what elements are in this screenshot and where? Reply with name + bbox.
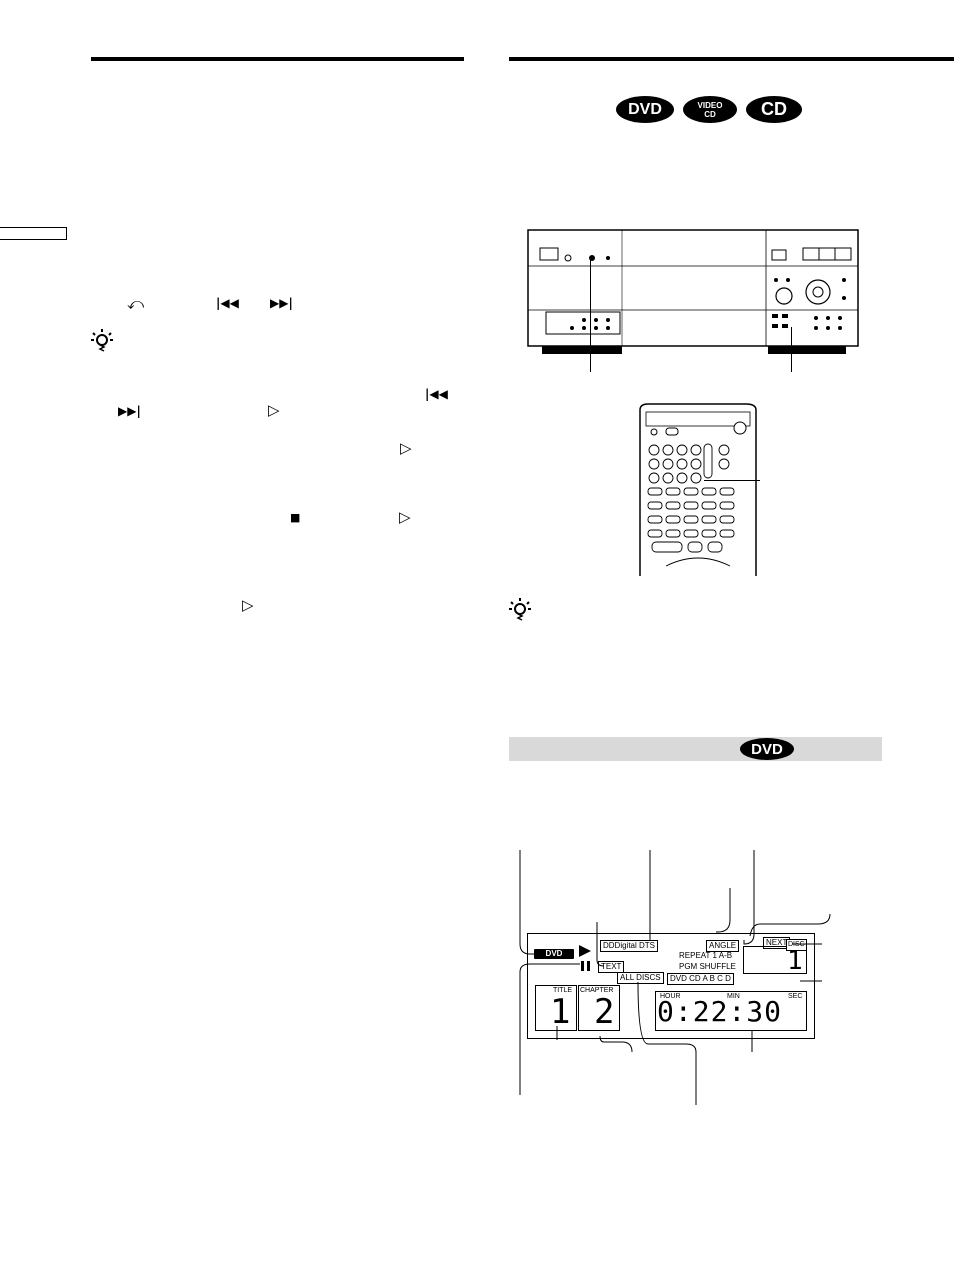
- lcd-dvd-badge-text: DVD: [545, 949, 563, 958]
- right-header-rule: [509, 57, 954, 61]
- previous-icon: |◀◀: [216, 296, 239, 310]
- lcd-min-label: MIN: [727, 993, 740, 1000]
- lcd-title-label: TITLE: [553, 987, 573, 994]
- play-icon-2: ▷: [400, 439, 412, 457]
- lcd-title-box: [535, 985, 577, 1031]
- player-callout-left: [590, 258, 591, 372]
- video-cd-badge-text: VIDEO CD: [697, 100, 723, 119]
- play-icon-3: ▷: [399, 508, 411, 526]
- lcd-chapter-label: CHAPTER: [580, 987, 614, 994]
- lcd-pause-indicator: [581, 961, 591, 971]
- lcd-chapter-box: [578, 985, 620, 1031]
- hint-lightbulb-icon-2: [509, 598, 531, 621]
- lcd-repeat: REPEAT 1 A-B: [679, 951, 733, 960]
- play-icon-4: ▷: [242, 596, 254, 614]
- lcd-chapter-number: 2: [594, 992, 615, 1032]
- section-bar: [509, 737, 882, 761]
- lcd-text-indicator: TEXT: [598, 961, 625, 973]
- section-dvd-badge: DVD: [740, 738, 794, 760]
- play-icon-1: ▷: [268, 401, 280, 419]
- lcd-angle: ANGLE: [706, 940, 740, 952]
- player-front-panel-illustration: [527, 229, 859, 354]
- side-tab-marker: [0, 227, 67, 240]
- return-icon: ⤺: [127, 294, 145, 313]
- lcd-title-number: 1: [550, 992, 571, 1032]
- next-icon: ▶▶|: [270, 296, 293, 310]
- lcd-time-box: [655, 991, 807, 1031]
- lcd-disc-number: 1: [787, 946, 803, 976]
- cd-badge: CD: [746, 96, 802, 123]
- stop-icon: ■: [290, 511, 301, 524]
- lcd-sec-label: SEC: [788, 993, 803, 1000]
- lcd-disc-row: DVD CD A B C D: [667, 973, 734, 985]
- lcd-disc-box: [743, 946, 807, 974]
- next-icon-2: ▶▶|: [118, 404, 141, 418]
- lcd-all-discs: ALL DISCS: [617, 972, 664, 984]
- display-callout-lines: [519, 850, 831, 1105]
- lcd-pgm-shuffle: PGM SHUFFLE: [679, 962, 736, 971]
- dvd-badge: DVD: [616, 96, 674, 123]
- player-callout-right: [791, 327, 792, 372]
- display-window: [527, 933, 815, 1039]
- previous-icon-2: |◀◀: [425, 387, 448, 401]
- left-header-rule: [91, 57, 464, 61]
- lcd-play-indicator: [579, 945, 591, 957]
- video-cd-badge: VIDEO CD: [683, 96, 737, 123]
- lcd-digital-dts: DDDigital DTS: [600, 940, 659, 952]
- remote-callout-line: [704, 480, 760, 481]
- hint-lightbulb-icon: [91, 329, 113, 352]
- lcd-time-value: 0:22:30: [657, 995, 783, 1028]
- lcd-hour-label: HOUR: [660, 993, 681, 1000]
- lcd-dvd-badge: DVD: [534, 949, 574, 959]
- remote-control-illustration: [639, 403, 757, 576]
